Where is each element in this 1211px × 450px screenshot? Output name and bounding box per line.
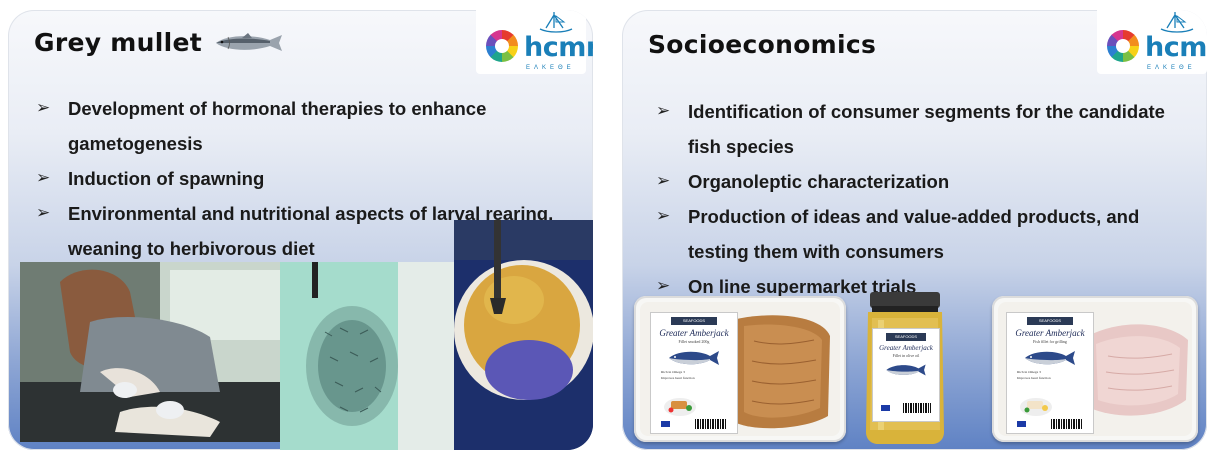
eu-flag-icon — [881, 405, 890, 411]
logo-text: hcmr — [1145, 32, 1207, 63]
product-label: SEAFOODS Greater Amberjack Fillet in oli… — [872, 328, 940, 422]
dish-image — [1020, 398, 1052, 416]
product-label: SEAFOODS Greater Amberjack Fillet smoked… — [650, 312, 738, 434]
slide-grey-mullet: Grey mullet hcmr ΕΛΚΕΘΕ Development of h… — [8, 10, 593, 450]
slide-title: Socioeconomics — [648, 30, 877, 59]
bullet-item: Organoleptic characterization — [654, 164, 1194, 199]
bullet-item: Production of ideas and value-added prod… — [654, 199, 1194, 269]
product-claim: Improves heart function — [1017, 376, 1051, 380]
bullet-list: Identification of consumer segments for … — [654, 94, 1194, 304]
product-claim: Rich in Omega 3 — [1017, 370, 1041, 374]
hcmr-logo: hcmr ΕΛΚΕΘΕ — [476, 10, 593, 74]
fish-icon — [669, 351, 719, 365]
dish-image — [664, 398, 696, 416]
slide-socioeconomics: Socioeconomics hcmr ΕΛΚΕΘΕ Identificatio… — [622, 10, 1207, 450]
brand-badge: SEAFOODS — [671, 317, 717, 325]
product-name: Greater Amberjack — [879, 344, 933, 352]
product-claim: Rich in Omega 3 — [661, 370, 685, 374]
logo-text: hcmr — [524, 32, 593, 63]
slide-title: Grey mullet — [34, 28, 202, 57]
bullet-item: Development of hormonal therapies to enh… — [34, 91, 554, 161]
color-wheel-icon — [1107, 30, 1139, 62]
product-tray-smoked: SEAFOODS Greater Amberjack Fillet smoked… — [634, 296, 846, 442]
ship-icon — [539, 12, 573, 33]
bullet-item: Environmental and nutritional aspects of… — [34, 196, 554, 266]
color-wheel-icon — [486, 30, 518, 62]
logo-subtitle: ΕΛΚΕΘΕ — [1147, 65, 1196, 71]
fish-fry-photo — [280, 262, 454, 450]
product-jar: SEAFOODS Greater Amberjack Fillet in oli… — [862, 292, 948, 446]
barcode — [903, 403, 931, 413]
ship-icon — [1160, 12, 1194, 33]
brand-badge: SEAFOODS — [1027, 317, 1073, 325]
hcmr-logo: hcmr ΕΛΚΕΘΕ — [1097, 10, 1207, 74]
product-subtitle: Fillet smoked 200g — [678, 339, 710, 344]
net-photo — [454, 220, 593, 450]
bullet-list: Development of hormonal therapies to enh… — [34, 91, 554, 266]
product-name: Greater Amberjack — [1015, 328, 1085, 338]
fish-icon — [886, 364, 926, 376]
fish-icon — [216, 33, 282, 51]
product-name: Greater Amberjack — [659, 328, 729, 338]
logo-subtitle: ΕΛΚΕΘΕ — [526, 65, 575, 71]
eu-flag-icon — [661, 421, 670, 427]
product-subtitle: Fillet in olive oil — [892, 353, 920, 358]
eu-flag-icon — [1017, 421, 1026, 427]
bullet-item: On line supermarket trials — [654, 269, 1194, 304]
barcode — [1051, 419, 1083, 429]
barcode — [695, 419, 727, 429]
product-claim: Improves heart function — [661, 376, 695, 380]
brand-badge: SEAFOODS — [886, 333, 926, 341]
bullet-item: Induction of spawning — [34, 161, 554, 196]
product-subtitle: Fish fillet for grilling — [1033, 339, 1067, 344]
fish-icon — [1025, 351, 1075, 365]
product-label: SEAFOODS Greater Amberjack Fish fillet f… — [1006, 312, 1094, 434]
bullet-item: Identification of consumer segments for … — [654, 94, 1194, 164]
product-tray-fresh: SEAFOODS Greater Amberjack Fish fillet f… — [992, 296, 1198, 442]
technician-photo — [20, 262, 280, 442]
